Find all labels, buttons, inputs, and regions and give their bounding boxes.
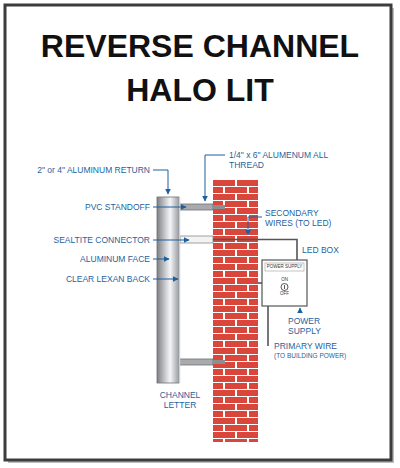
pvc-standoff — [179, 359, 213, 365]
all-thread — [213, 360, 225, 364]
part-label: 1/4" x 6" ALUMENUM ALL THREAD — [229, 150, 329, 170]
lexan-back — [179, 197, 181, 383]
leader-line — [153, 279, 178, 280]
switch — [281, 284, 288, 291]
switch-toggle — [284, 285, 285, 289]
part-label: POWER SUPPLY — [288, 316, 328, 336]
leader-line — [153, 240, 189, 241]
part-label: PVC STANDOFF — [85, 202, 150, 212]
part-label: CLEAR LEXAN BACK — [66, 274, 150, 284]
plate-text: POWER SUPPLY — [265, 264, 304, 270]
part-label: SEALTITE CONNECTOR — [53, 235, 150, 245]
leader-line — [153, 170, 168, 194]
part-label: LED BOX — [302, 245, 339, 255]
primary-wire — [267, 306, 269, 346]
part-label: PRIMARY WIRE — [274, 341, 337, 351]
leader-line — [153, 259, 169, 260]
led-box — [262, 260, 307, 306]
part-label: 2" or 4" ALUMINUM RETURN — [37, 165, 150, 175]
brick-wall — [213, 180, 258, 442]
frame — [5, 5, 391, 460]
secondary-wire — [213, 240, 297, 261]
box-plate — [265, 263, 304, 271]
switch-text: OFF — [278, 291, 291, 297]
part-label: ALUMINUM FACE — [80, 254, 150, 264]
part-label: (TO BUILDING POWER) — [274, 351, 346, 361]
leader-line — [248, 217, 262, 235]
part-label: SECONDARY WIRES (TO LED) — [265, 208, 345, 228]
title: REVERSE CHANNEL HALO LIT — [30, 24, 370, 112]
all-thread — [213, 205, 225, 209]
part-label: CHANNEL LETTER — [145, 390, 215, 410]
channel-letter — [157, 197, 179, 383]
leader-line — [205, 155, 225, 201]
conduit — [258, 282, 262, 284]
leader-line — [153, 207, 186, 208]
switch-text: ON — [279, 277, 290, 283]
leader-line — [300, 308, 301, 313]
